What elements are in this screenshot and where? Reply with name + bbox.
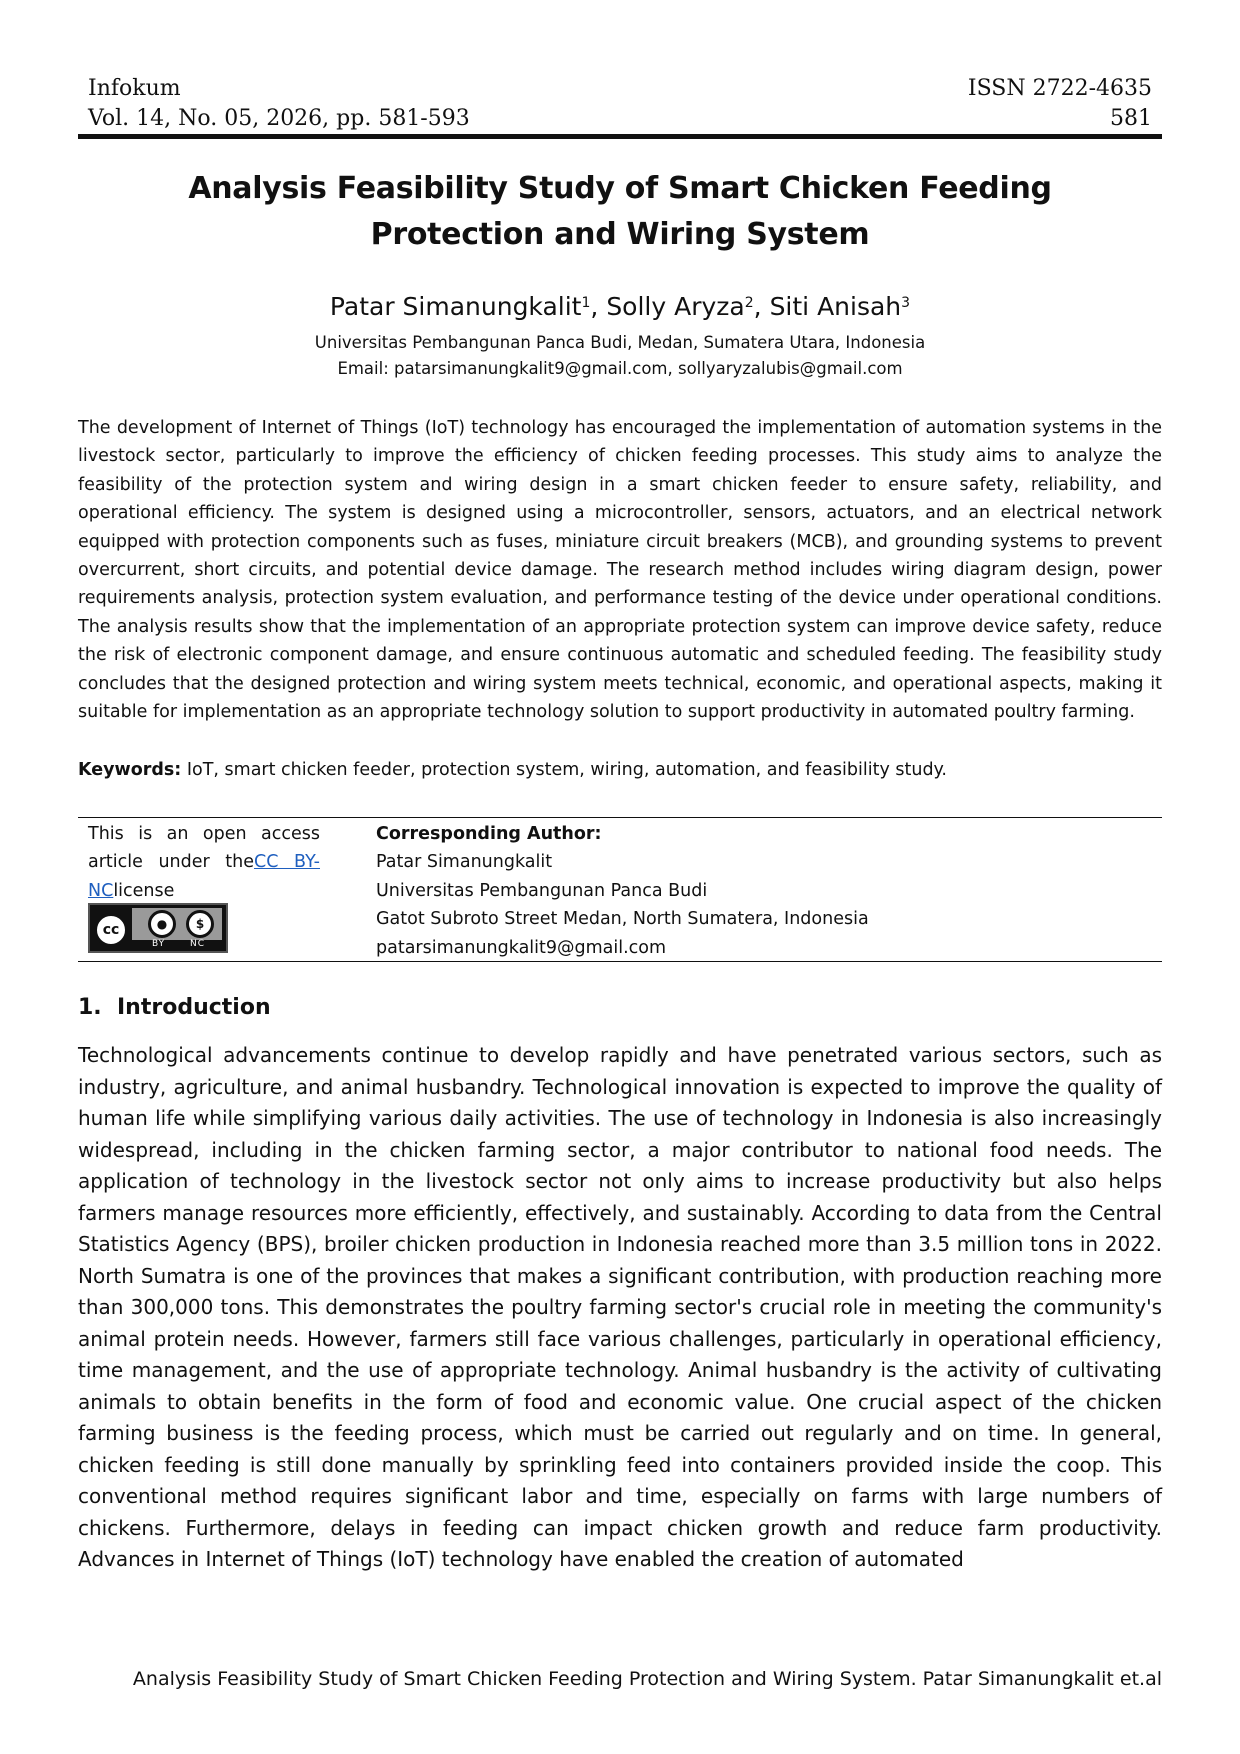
- author-name: Siti Anisah: [769, 292, 902, 321]
- noncommercial-icon: $: [186, 910, 214, 938]
- author-affil-mark: 3: [901, 295, 911, 311]
- license-link[interactable]: CC BY-NC: [88, 852, 320, 901]
- info-box-top-rule: [78, 817, 1162, 818]
- author-separator: ,: [590, 292, 607, 321]
- issn: ISSN 2722-4635: [967, 76, 1152, 101]
- affiliation-block: Universitas Pembangunan Panca Budi, Meda…: [0, 330, 1240, 382]
- cc-icon: cc: [94, 913, 128, 947]
- open-access-text: This is an open access article under the: [88, 824, 320, 873]
- info-box-bottom-rule: [78, 961, 1162, 962]
- author-emails: Email: patarsimanungkalit9@gmail.com, so…: [337, 359, 903, 378]
- running-footer: Analysis Feasibility Study of Smart Chic…: [132, 1668, 1162, 1690]
- badge-by-label: BY: [152, 939, 166, 949]
- running-header-left: Infokum Vol. 14, No. 05, 2026, pp. 581-5…: [88, 74, 470, 134]
- author-affil-mark: 2: [744, 295, 754, 311]
- keywords-label: Keywords:: [78, 760, 182, 780]
- author-separator: ,: [753, 292, 770, 321]
- section-heading: 1. Introduction: [78, 993, 271, 1023]
- keywords: Keywords: IoT, smart chicken feeder, pro…: [78, 756, 1162, 784]
- header-rule: [78, 134, 1162, 139]
- introduction-body: Technological advancements continue to d…: [78, 1043, 1162, 1571]
- license-word: license: [113, 880, 175, 901]
- corresponding-author: Corresponding Author: Patar Simanungkali…: [376, 820, 869, 962]
- section-number: 1.: [78, 995, 102, 1020]
- corresponding-heading: Corresponding Author:: [376, 824, 602, 844]
- volume-info: Vol. 14, No. 05, 2026, pp. 581-593: [88, 106, 470, 131]
- abstract: The development of Internet of Things (I…: [78, 418, 1162, 723]
- affiliation: Universitas Pembangunan Panca Budi, Meda…: [314, 333, 926, 352]
- open-access-notice: This is an open access article under the…: [88, 820, 320, 905]
- page-number: 581: [1110, 106, 1152, 131]
- author-name: Patar Simanungkalit: [329, 292, 582, 321]
- corresponding-institution: Universitas Pembangunan Panca Budi: [376, 880, 708, 901]
- corresponding-email: patarsimanungkalit9@gmail.com: [376, 937, 667, 958]
- badge-nc-label: NC: [190, 939, 206, 949]
- author-affil-mark: 1: [581, 295, 591, 311]
- running-header-right: ISSN 2722-4635 581: [968, 74, 1152, 134]
- keywords-text: IoT, smart chicken feeder, protection sy…: [181, 760, 947, 780]
- corresponding-address: Gatot Subroto Street Medan, North Sumate…: [376, 909, 869, 930]
- author-list: Patar Simanungkalit1, Solly Aryza2, Siti…: [0, 290, 1240, 324]
- corresponding-name: Patar Simanungkalit: [376, 852, 553, 873]
- author-name: Solly Aryza: [606, 292, 745, 321]
- journal-name: Infokum: [88, 76, 181, 101]
- cc-by-nc-badge[interactable]: cc ● $ BY NC: [88, 903, 228, 953]
- paper-title: Analysis Feasibility Study of Smart Chic…: [188, 171, 1052, 252]
- section-title: Introduction: [117, 995, 271, 1020]
- attribution-icon: ●: [148, 910, 176, 938]
